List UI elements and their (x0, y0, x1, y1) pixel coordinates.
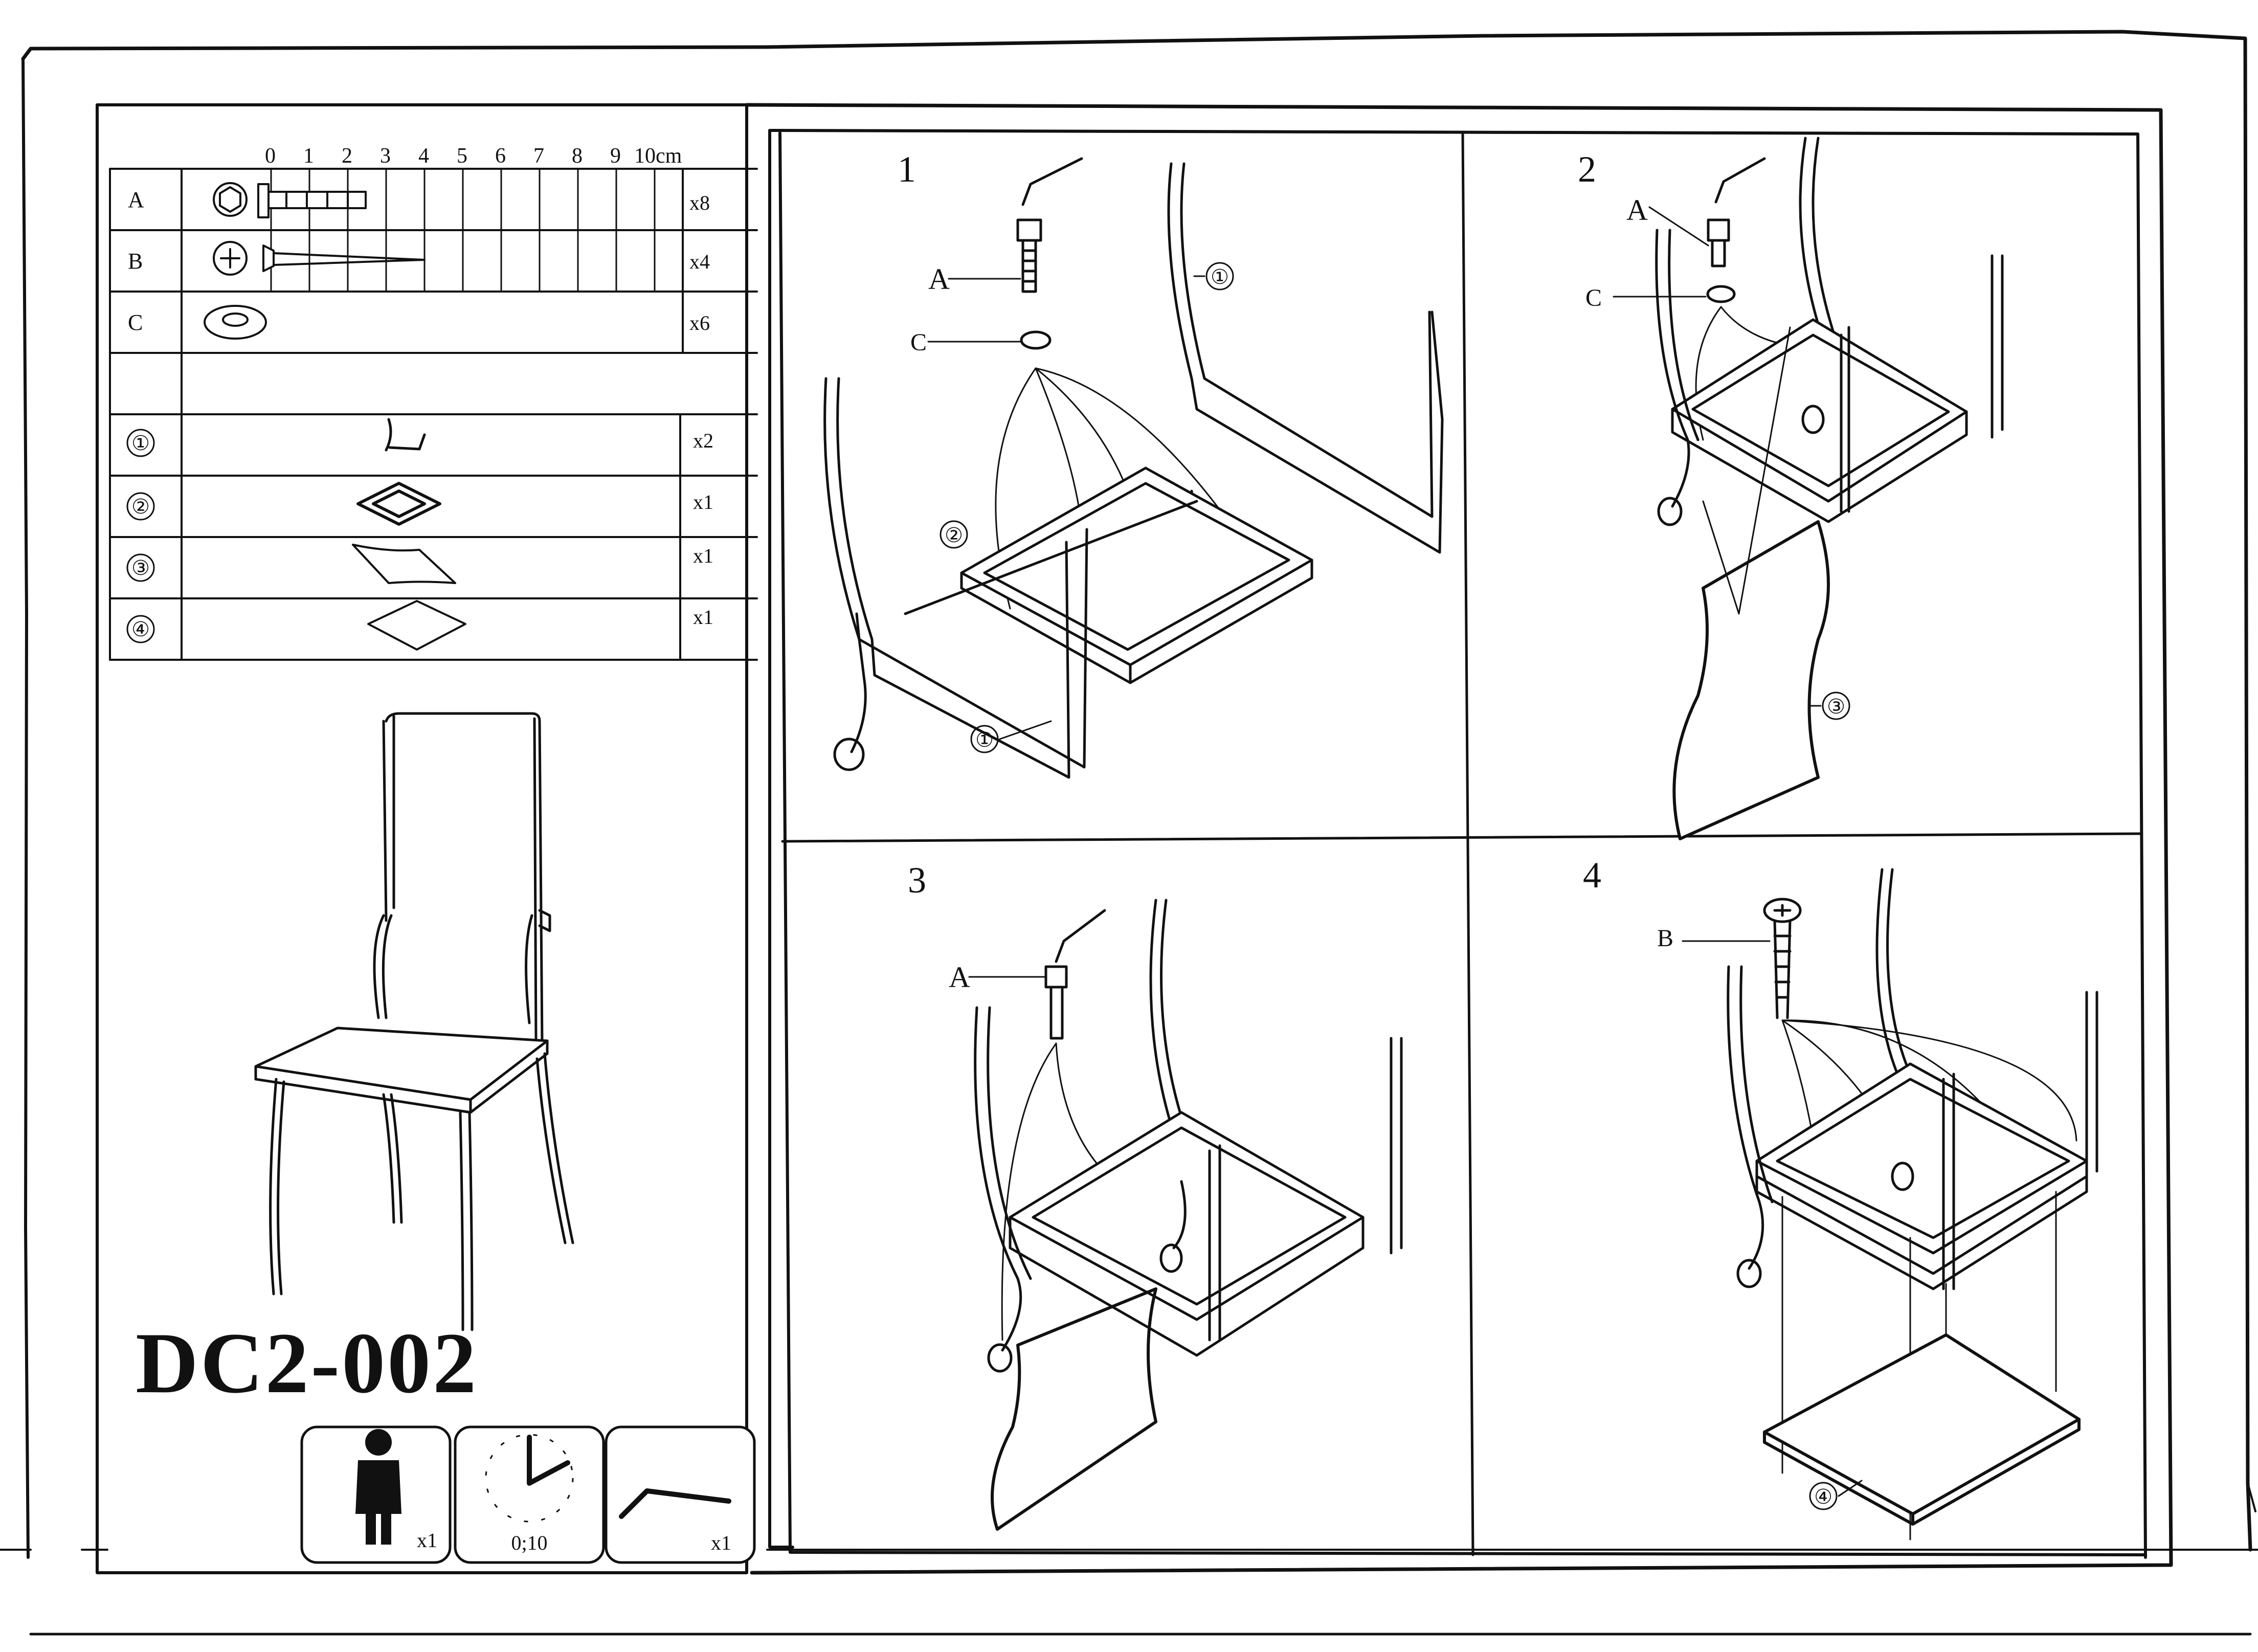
bolt-label: A (1626, 193, 1648, 227)
washer-label: C (910, 329, 927, 356)
step-3: 3 A (908, 860, 1403, 1531)
seat-label: ② (945, 524, 963, 547)
side-frame-left (823, 377, 1198, 779)
screw-B (1763, 898, 1802, 1019)
bolt-A (1044, 909, 1106, 1040)
side-label: ① (1211, 265, 1229, 288)
left-panel (96, 103, 748, 1574)
hardware-id: C (128, 310, 143, 335)
ruler-tick: 6 (495, 144, 506, 168)
part-2-row: ② x1 (126, 482, 713, 526)
step-number: 1 (898, 149, 916, 190)
parts-table: 0 1 2 3 4 5 6 7 8 9 10cm A B C x8 x4 x6 (109, 144, 758, 661)
model-number: DC2-002 (136, 1315, 479, 1411)
backrest-panel-icon (352, 544, 456, 584)
ruler-grid (270, 168, 656, 293)
allen-key-icon (619, 1488, 731, 1519)
part-id: ② (131, 495, 150, 518)
chair-frame (974, 899, 1403, 1373)
bolt-label: A (928, 262, 950, 296)
backrest-panel (1672, 520, 1830, 840)
back-label: ③ (1827, 695, 1845, 718)
part-qty: x1 (693, 606, 713, 629)
step-number: 2 (1578, 149, 1596, 190)
hardware-qty: x4 (689, 250, 710, 273)
bolt-A (1707, 157, 1766, 267)
hardware-qty: x8 (689, 191, 710, 214)
step-number: 4 (1583, 855, 1601, 896)
ruler-tick: 3 (380, 144, 391, 168)
ruler-tick: 9 (610, 144, 621, 168)
bolt-label: A (949, 961, 970, 994)
part-qty: x1 (693, 544, 713, 567)
sheet-border (0, 30, 2258, 1636)
part-qty: x2 (693, 429, 713, 452)
hardware-id: B (128, 249, 143, 274)
ruler-tick: 2 (342, 144, 352, 168)
part-id: ① (131, 432, 150, 455)
seat-board-icon (367, 600, 466, 651)
step-2: 2 A C ③ (1578, 137, 2004, 840)
screw-icon (213, 241, 426, 276)
bolt-icon (213, 182, 367, 218)
ruler-tick: 1 (303, 144, 314, 168)
part-id: ④ (131, 618, 150, 641)
ruler-tick: 5 (457, 144, 467, 168)
ruler-ticks: 0 1 2 3 4 5 6 7 8 9 10cm (265, 144, 682, 168)
side-label-2: ① (975, 728, 994, 751)
ruler-tick: 0 (265, 144, 276, 168)
persons-count: x1 (417, 1529, 437, 1552)
ruler-tick: 4 (418, 144, 429, 168)
washer-icon (204, 305, 267, 340)
hardware-qty: x6 (689, 311, 710, 334)
hardware-id: A (128, 187, 144, 212)
info-row: x1 0;10 x1 (300, 1425, 756, 1564)
backrest-panel (991, 1287, 1157, 1531)
side-frame-right (1167, 162, 1444, 554)
board-label: ④ (1814, 1485, 1832, 1508)
part-3-row: ③ x1 (126, 544, 713, 584)
washer-C (1020, 330, 1052, 350)
part-id: ③ (131, 556, 150, 579)
part-1-row: ① x2 (126, 418, 713, 457)
seat-frame-icon (356, 482, 441, 526)
step-4: 4 B ④ (1583, 855, 2098, 1541)
ruler-tick: 7 (533, 144, 544, 168)
bolt-A (1016, 157, 1083, 293)
seat-board (1763, 1333, 2081, 1526)
step-number: 3 (908, 860, 926, 901)
ruler-end-label: 10cm (634, 144, 682, 168)
part-qty: x1 (693, 490, 713, 514)
chair-frame (1655, 137, 2004, 526)
right-panel (745, 103, 2173, 1575)
clock-icon (485, 1434, 574, 1523)
assembly-time: 0;10 (511, 1531, 547, 1554)
side-frame-icon (385, 418, 426, 452)
step-1: 1 A C ① ② (823, 149, 1444, 779)
washer-label: C (1585, 284, 1602, 311)
part-4-row: ④ x1 (126, 600, 713, 651)
screw-label: B (1657, 925, 1673, 952)
chair-frame (1727, 868, 2098, 1290)
chair-preview (254, 712, 574, 1331)
person-icon (355, 1429, 401, 1545)
ruler-tick: 8 (572, 144, 583, 168)
seat-frame (960, 466, 1313, 684)
tools-count: x1 (711, 1531, 731, 1554)
